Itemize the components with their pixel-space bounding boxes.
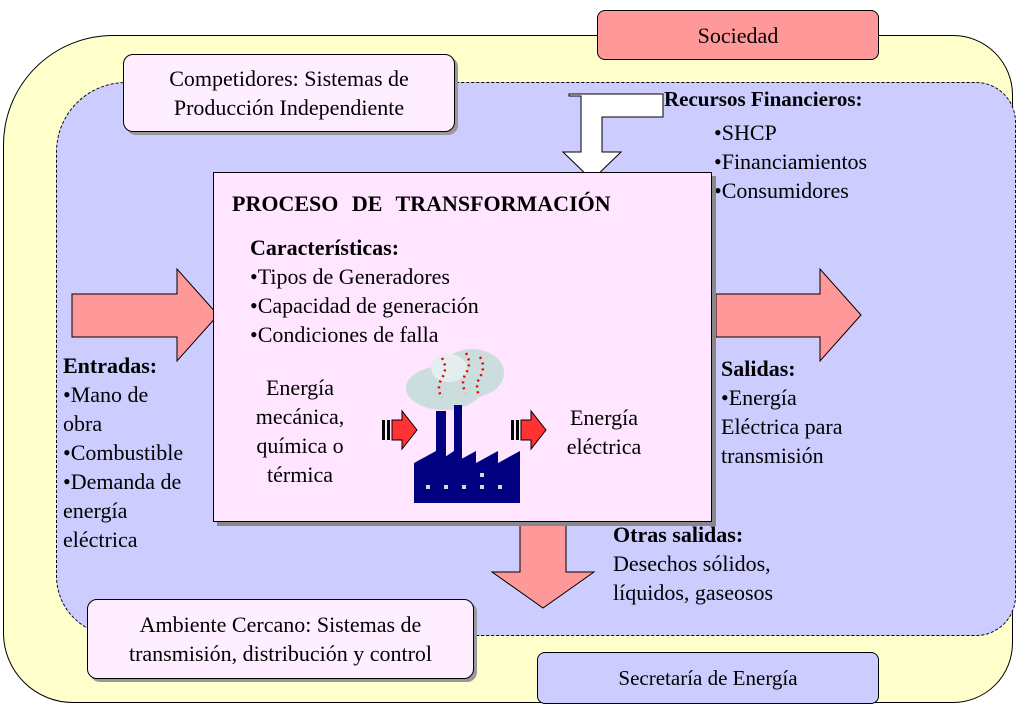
small-arrow-out-icon	[511, 409, 547, 451]
caracteristicas-item: •Condiciones de falla	[250, 322, 439, 347]
factory-icon	[406, 349, 520, 503]
energia-in-line: química o	[256, 433, 344, 458]
energia-in-text: Energía mecánica, química o térmica	[234, 373, 366, 489]
caracteristicas-list: •Tipos de Generadores •Capacidad de gene…	[250, 262, 479, 349]
competidores-line-1: Competidores: Sistemas de	[169, 66, 409, 91]
competidores-box: Competidores: Sistemas de Producción Ind…	[123, 54, 455, 132]
salidas-line: Eléctrica para	[721, 414, 843, 439]
recursos-item: •Financiamientos	[714, 149, 868, 174]
otras-salidas-title: Otras salidas:	[613, 522, 744, 547]
salidas-arrow	[715, 267, 862, 363]
otras-salidas-arrow	[490, 523, 596, 609]
energia-out-line: eléctrica	[566, 434, 642, 459]
entradas-line: •Mano de	[63, 382, 149, 407]
energia-in-line: Energía	[265, 375, 334, 400]
otras-salidas-block: Otras salidas: Desechos sólidos, líquido…	[613, 520, 773, 607]
salidas-line: transmisión	[721, 443, 824, 468]
recursos-list: •SHCP •Financiamientos •Consumidores	[714, 118, 867, 205]
salidas-block: Salidas: •Energía Eléctrica para transmi…	[721, 354, 843, 470]
energia-out-text: Energía eléctrica	[549, 403, 659, 461]
otras-salidas-line: Desechos sólidos,	[613, 551, 771, 576]
energia-in-line: mecánica,	[255, 404, 345, 429]
entradas-line: •Demanda de	[63, 469, 182, 494]
entradas-line: energía	[63, 498, 128, 523]
process-title: PROCESO DE TRANSFORMACIÓN	[232, 191, 611, 216]
entradas-title: Entradas:	[63, 353, 158, 378]
recursos-title: Recursos Financieros:	[664, 87, 863, 111]
recursos-item: •Consumidores	[714, 178, 849, 203]
recursos-item: •SHCP	[714, 120, 777, 145]
ambiente-line-1: Ambiente Cercano: Sistemas de	[139, 612, 422, 637]
competidores-line-2: Producción Independiente	[173, 95, 405, 120]
recursos-arrow	[561, 93, 664, 181]
energia-in-line: térmica	[267, 462, 333, 487]
entradas-line: •Combustible	[63, 440, 184, 465]
secretaria-box: Secretaría de Energía	[537, 652, 879, 704]
ambiente-line-2: transmisión, distribución y control	[128, 641, 433, 666]
entradas-line: eléctrica	[63, 527, 138, 552]
entradas-arrow	[71, 267, 219, 363]
small-arrow-in-icon	[382, 409, 418, 451]
salidas-title: Salidas:	[721, 356, 796, 381]
salidas-line: •Energía	[721, 385, 797, 410]
otras-salidas-line: líquidos, gaseosos	[613, 580, 774, 605]
secretaria-label: Secretaría de Energía	[618, 666, 798, 690]
sociedad-box: Sociedad	[597, 10, 879, 60]
caracteristicas-item: •Tipos de Generadores	[250, 264, 450, 289]
process-box: PROCESO DE TRANSFORMACIÓN Característica…	[213, 172, 712, 522]
entradas-line: obra	[63, 411, 103, 436]
ambiente-box: Ambiente Cercano: Sistemas de transmisió…	[87, 599, 474, 679]
sociedad-label: Sociedad	[697, 22, 779, 48]
factory-graphic	[382, 349, 547, 503]
entradas-block: Entradas: •Mano de obra •Combustible •De…	[63, 351, 183, 554]
energia-out-line: Energía	[569, 405, 638, 430]
caracteristicas-title: Características:	[250, 235, 400, 260]
caracteristicas-item: •Capacidad de generación	[250, 293, 479, 318]
